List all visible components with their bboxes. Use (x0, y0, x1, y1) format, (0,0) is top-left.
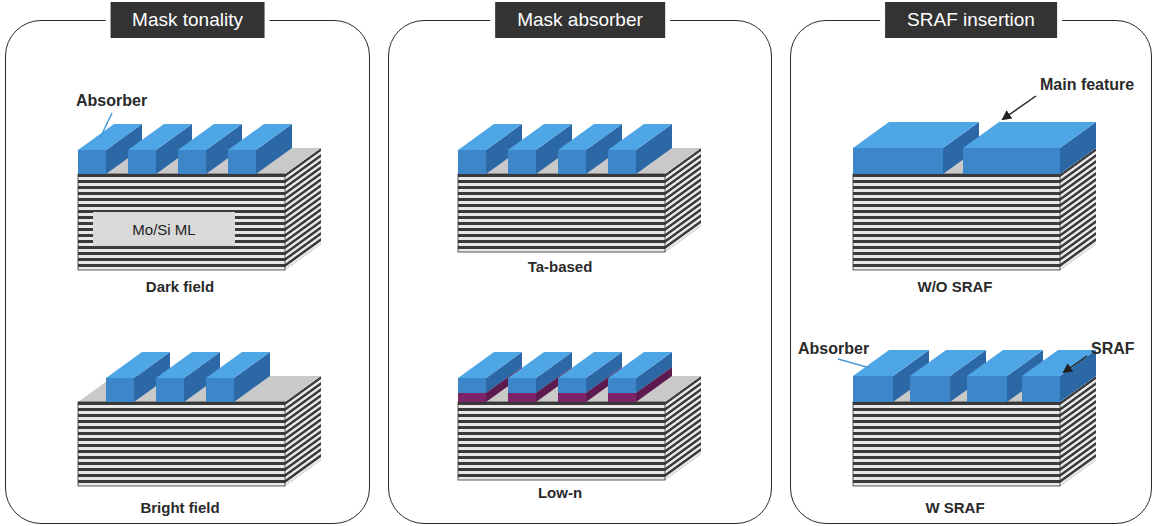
caption: Bright field (140, 499, 219, 516)
absorber-block (963, 122, 1096, 174)
leader-line (100, 113, 112, 138)
dark-field-mask (78, 124, 321, 270)
multilayer-label-box: Mo/Si ML (93, 212, 235, 246)
absorber-line (608, 124, 672, 174)
leader-arrow (1064, 356, 1087, 372)
part-label: SRAF (1091, 340, 1135, 358)
absorber-block (853, 122, 979, 174)
ta-based-mask (458, 124, 701, 252)
leader-line (838, 359, 870, 368)
multilayer-label: Mo/Si ML (132, 221, 195, 238)
panel-heading: Mask tonality (110, 2, 265, 38)
absorber-block (1022, 350, 1096, 402)
panel-heading: Mask absorber (495, 2, 665, 38)
part-label: Main feature (1040, 76, 1134, 94)
part-label: Absorber (798, 340, 869, 358)
caption: W/O SRAF (918, 278, 993, 295)
panel-frame: Mask tonalityMo/Si ML (5, 20, 370, 524)
absorber-line (608, 352, 672, 402)
absorber-line (206, 352, 270, 402)
without-sraf-mask (853, 122, 1096, 270)
part-label: Absorber (76, 92, 147, 110)
panel-heading: SRAF insertion (885, 2, 1057, 38)
caption: Dark field (146, 278, 214, 295)
caption: Ta-based (528, 258, 593, 275)
panel-frame: SRAF insertion (790, 20, 1152, 524)
absorber-line (228, 124, 292, 174)
caption: Low-n (538, 484, 582, 501)
with-sraf-mask (853, 350, 1096, 486)
caption: W SRAF (925, 499, 984, 516)
leader-arrow (1003, 96, 1036, 119)
bright-field-mask (78, 352, 321, 486)
low-n-mask (458, 352, 701, 480)
